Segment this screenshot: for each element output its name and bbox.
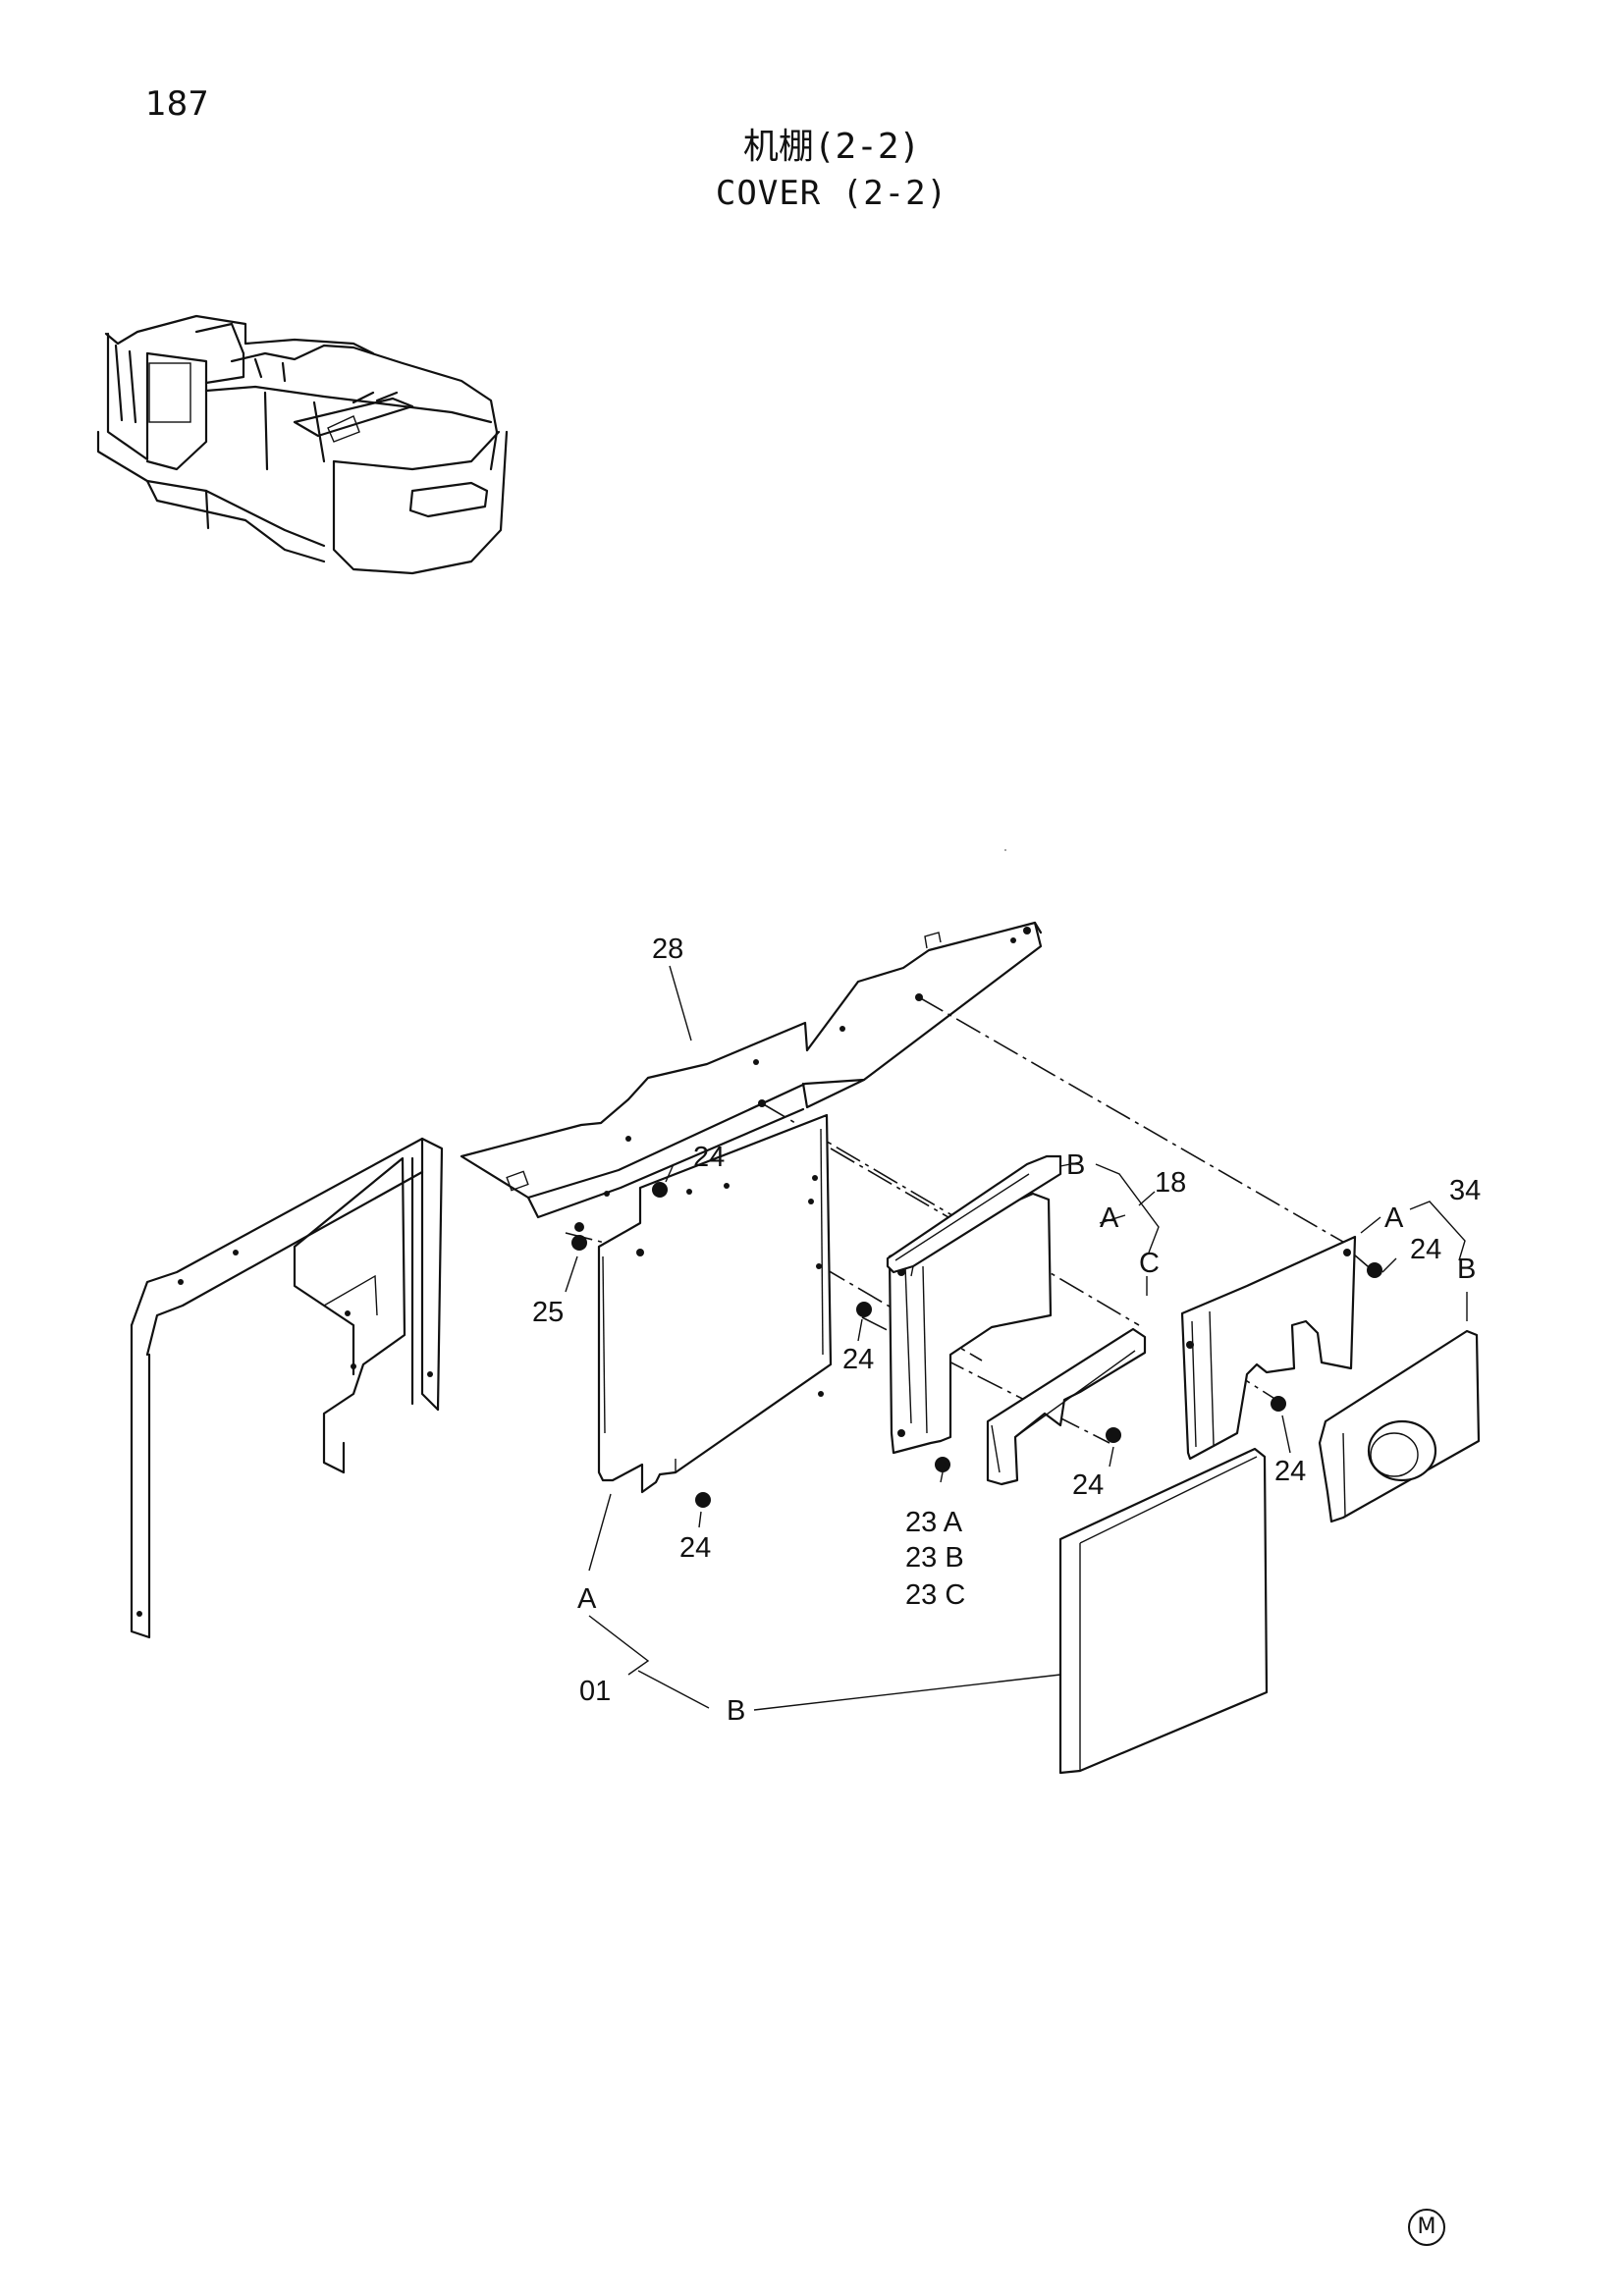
callout-a-34: A xyxy=(1384,1202,1404,1234)
page-title-chinese: 机棚(2-2) xyxy=(742,127,921,167)
left-frame-bracket xyxy=(130,1137,444,1639)
part-18-cover-frame xyxy=(888,1192,1053,1455)
part-01-pad-b xyxy=(1058,1447,1269,1775)
part-18-pad-b xyxy=(886,1154,1062,1277)
page-title-english: COVER (2-2) xyxy=(715,174,948,213)
footer-circled-mark: M xyxy=(1408,2209,1445,2246)
callout-34: 34 xyxy=(1449,1175,1481,1206)
part-34-panel xyxy=(1180,1235,1357,1461)
part-18-24-bolt-label-dot xyxy=(1004,849,1006,851)
callout-28: 28 xyxy=(652,934,683,965)
callout-24-left-bottom: 24 xyxy=(679,1532,711,1564)
title-block: 机棚(2-2) COVER (2-2) xyxy=(0,124,1624,216)
callout-24-top: 24 xyxy=(693,1142,725,1173)
part-18-pad-c xyxy=(986,1327,1147,1486)
callout-24-right-bottom: 24 xyxy=(1274,1456,1306,1487)
page-number: 187 xyxy=(145,84,209,124)
callout-a-18: A xyxy=(1100,1202,1119,1234)
part-01-panel xyxy=(574,1113,833,1494)
fastener-bolts xyxy=(571,1182,1382,1508)
callout-b-34: B xyxy=(1457,1254,1476,1285)
callout-24-right: 24 xyxy=(1410,1234,1441,1265)
excavator-locator-illustration xyxy=(96,314,509,575)
callout-18: 18 xyxy=(1155,1167,1186,1199)
callout-23a: 23 A xyxy=(905,1507,963,1538)
callout-24-center: 24 xyxy=(1072,1469,1104,1501)
callout-c-18: C xyxy=(1139,1248,1160,1279)
callout-25: 25 xyxy=(532,1297,564,1328)
callout-23b: 23 B xyxy=(905,1542,964,1574)
part-28-top-plate xyxy=(460,921,1043,1219)
callout-labels: 28 24 25 24 24 23 A 23 B 23 C 24 B 18 A … xyxy=(532,934,1481,1727)
callout-23c: 23 C xyxy=(905,1579,965,1611)
part-34-pad-b xyxy=(1318,1329,1481,1523)
callout-leader-lines xyxy=(565,965,1468,1711)
callout-b-18: B xyxy=(1066,1149,1085,1181)
callout-b-01: B xyxy=(727,1695,745,1727)
callout-01: 01 xyxy=(579,1676,611,1707)
callout-a-01: A xyxy=(577,1583,597,1615)
callout-24-mid: 24 xyxy=(842,1344,874,1375)
